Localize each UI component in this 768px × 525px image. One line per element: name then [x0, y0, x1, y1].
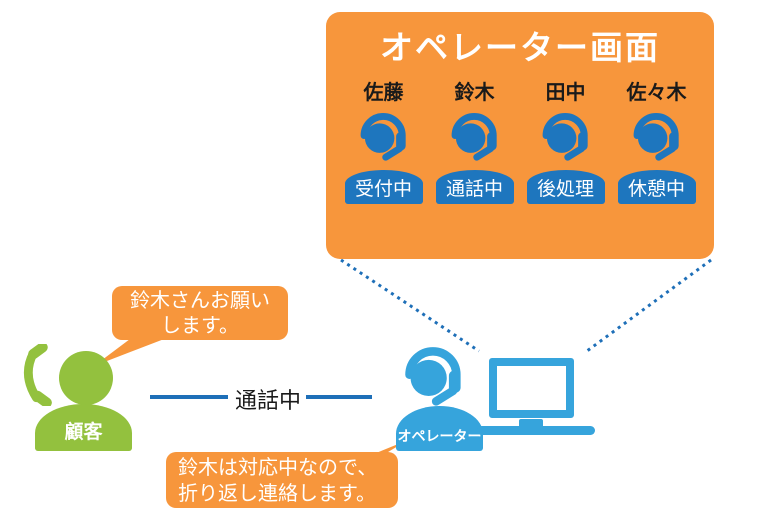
operator-name: 佐藤 — [363, 82, 404, 104]
customer-bubble-tail — [94, 336, 172, 366]
operator-name: 鈴木 — [454, 82, 495, 104]
status-badge: 受付中 — [344, 170, 423, 204]
status-badge: 通話中 — [435, 170, 514, 204]
projection-line-right — [586, 258, 712, 353]
operator-label-badge: オペレーター — [396, 406, 483, 451]
call-status-label: 通話中 — [234, 388, 301, 413]
headset-icon — [360, 113, 406, 161]
headset-icon — [633, 113, 679, 161]
call-line-right-segment — [306, 395, 372, 399]
operator-name: 佐々木 — [626, 82, 687, 104]
headset-icon — [542, 113, 588, 161]
operator-card-row: 佐藤 受付中 鈴木 通話中 — [326, 80, 714, 204]
phone-handset-icon — [24, 344, 52, 406]
headset-icon — [451, 113, 497, 161]
laptop-icon — [489, 358, 574, 418]
operator-bubble-line1: 鈴木は対応中なので、 — [178, 457, 378, 479]
laptop-hinge — [519, 419, 543, 427]
operator-card-sato: 佐藤 受付中 — [338, 80, 429, 204]
status-badge: 休憩中 — [617, 170, 696, 204]
customer-label: 顧客 — [64, 422, 103, 443]
operator-screen-panel: オペレーター画面 佐藤 受付中 鈴木 — [326, 12, 714, 259]
customer-bubble-line2: します。 — [161, 315, 239, 337]
customer-head-icon — [59, 351, 113, 405]
operator-name: 田中 — [545, 82, 586, 104]
projection-line-left — [340, 258, 480, 353]
operator-card-sasaki: 佐々木 休憩中 — [611, 80, 702, 204]
operator-card-suzuki: 鈴木 通話中 — [429, 80, 520, 204]
status-badge: 後処理 — [526, 170, 605, 204]
call-line-left-segment — [150, 395, 228, 399]
customer-label-badge: 顧客 — [35, 404, 132, 451]
customer-speech-bubble: 鈴木さんお願い します。 — [112, 286, 288, 340]
laptop-base — [477, 426, 595, 435]
operator-speech-bubble: 鈴木は対応中なので、 折り返し連絡します。 — [166, 452, 398, 508]
operator-bubble-line2: 折り返し連絡します。 — [178, 483, 376, 505]
customer-bubble-line1: 鈴木さんお願い — [130, 290, 270, 312]
panel-title: オペレーター画面 — [380, 29, 660, 66]
operator-label: オペレーター — [397, 428, 482, 444]
operator-card-tanaka: 田中 後処理 — [520, 80, 611, 204]
headset-icon — [405, 347, 461, 406]
